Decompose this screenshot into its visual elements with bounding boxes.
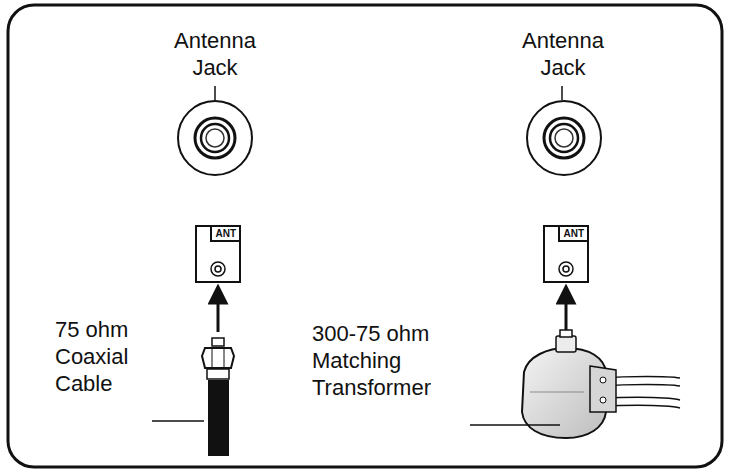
coaxial-cable [202, 338, 234, 456]
insert-arrow [565, 294, 568, 332]
part-label: 75 ohm Coaxial Cable [55, 316, 151, 397]
antenna-jack-symbol [178, 101, 252, 175]
frame [8, 5, 722, 467]
antenna-jack-symbol [527, 101, 601, 175]
leader-line [561, 86, 563, 100]
ant-terminal [211, 262, 225, 276]
ant-tag: ANT [210, 225, 241, 242]
ant-jack-panel: ANT [195, 225, 241, 283]
jack-label: Antenna Jack [508, 27, 618, 81]
leader-line [470, 424, 560, 426]
ant-tag: ANT [558, 225, 589, 242]
leader-line [152, 420, 204, 422]
insert-arrow [217, 294, 220, 332]
jack-label: Antenna Jack [160, 27, 270, 81]
ant-terminal [559, 262, 573, 276]
leader-line [214, 86, 216, 100]
part-label: 300-75 ohm Matching Transformer [312, 320, 452, 401]
ant-jack-panel: ANT [543, 225, 589, 283]
matching-transformer [522, 330, 680, 438]
